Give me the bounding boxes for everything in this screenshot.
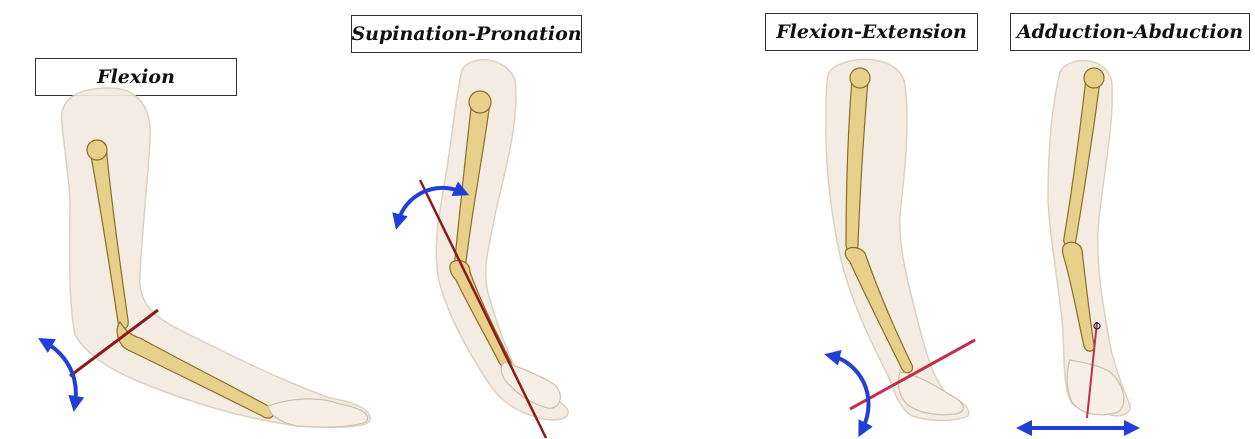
flexion-extension-arm xyxy=(826,59,975,430)
flexion-rotation-arrow xyxy=(45,342,76,404)
flexion-arm xyxy=(45,88,370,427)
supination-pronation-arm xyxy=(398,60,568,438)
adduction-abduction-arm xyxy=(1024,61,1132,428)
flexext-rotation-arrow xyxy=(832,356,869,430)
